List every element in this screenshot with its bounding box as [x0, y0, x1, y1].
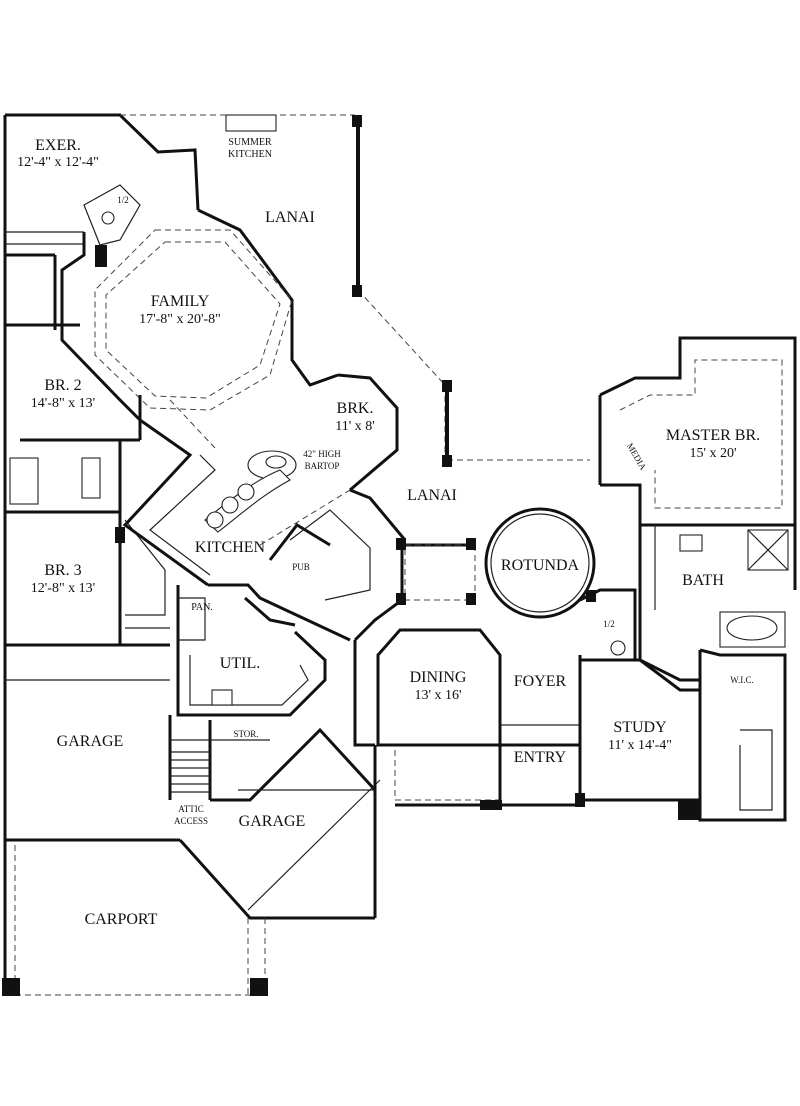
dining-label: DINING: [410, 669, 467, 686]
rotunda-label: ROTUNDA: [501, 557, 580, 574]
half-bath-rear-label: 1/2: [117, 195, 129, 205]
study-size: 11' x 14'-4": [608, 738, 672, 753]
summer-kitchen-label-2: KITCHEN: [228, 149, 272, 160]
foyer-label: FOYER: [514, 673, 567, 690]
kitchen-label: KITCHEN: [195, 539, 266, 556]
storage-label: STOR.: [233, 729, 258, 739]
brk-label: BRK.: [337, 400, 374, 417]
study-label: STUDY: [613, 719, 667, 736]
attic-access-label-1: ATTIC: [178, 804, 204, 814]
br2-size: 14'-8" x 13': [31, 396, 95, 411]
pantry-label: PAN.: [191, 602, 213, 613]
lanai-side-label: LANAI: [407, 487, 457, 504]
stair-treads: [170, 751, 210, 793]
wic-label: W.I.C.: [730, 675, 753, 685]
family-label: FAMILY: [151, 293, 210, 310]
half-bath-front-label: 1/2: [603, 619, 615, 629]
floor-plan-walls: [2, 113, 797, 996]
dining-size: 13' x 16': [414, 688, 461, 703]
br3-size: 12'-8" x 13': [31, 581, 95, 596]
bath-label: BATH: [682, 572, 724, 589]
attic-access-label-2: ACCESS: [174, 816, 208, 826]
media-label: MEDIA: [625, 441, 649, 472]
lanai-rear-label: LANAI: [265, 209, 315, 226]
garage-right-label: GARAGE: [239, 813, 306, 830]
master-br-label: MASTER BR.: [666, 427, 760, 444]
br3-label: BR. 3: [44, 562, 81, 579]
br2-label: BR. 2: [44, 377, 81, 394]
summer-kitchen-label-1: SUMMER: [228, 137, 272, 148]
brk-size: 11' x 8': [335, 419, 375, 434]
exer-size: 12'-4" x 12'-4": [17, 155, 99, 170]
family-size: 17'-8" x 20'-8": [139, 312, 221, 327]
exer-label: EXER.: [35, 137, 81, 154]
bartop-label-1: 42" HIGH: [303, 449, 341, 459]
garage-left-label: GARAGE: [57, 733, 124, 750]
carport-label: CARPORT: [85, 911, 158, 928]
room-labels: EXER. 12'-4" x 12'-4" SUMMER KITCHEN LAN…: [17, 137, 760, 928]
entry-label: ENTRY: [514, 749, 567, 766]
bartop-label-2: BARTOP: [305, 461, 340, 471]
pub-label: PUB: [292, 562, 310, 572]
util-label: UTIL.: [220, 655, 260, 672]
master-br-size: 15' x 20': [689, 446, 736, 461]
